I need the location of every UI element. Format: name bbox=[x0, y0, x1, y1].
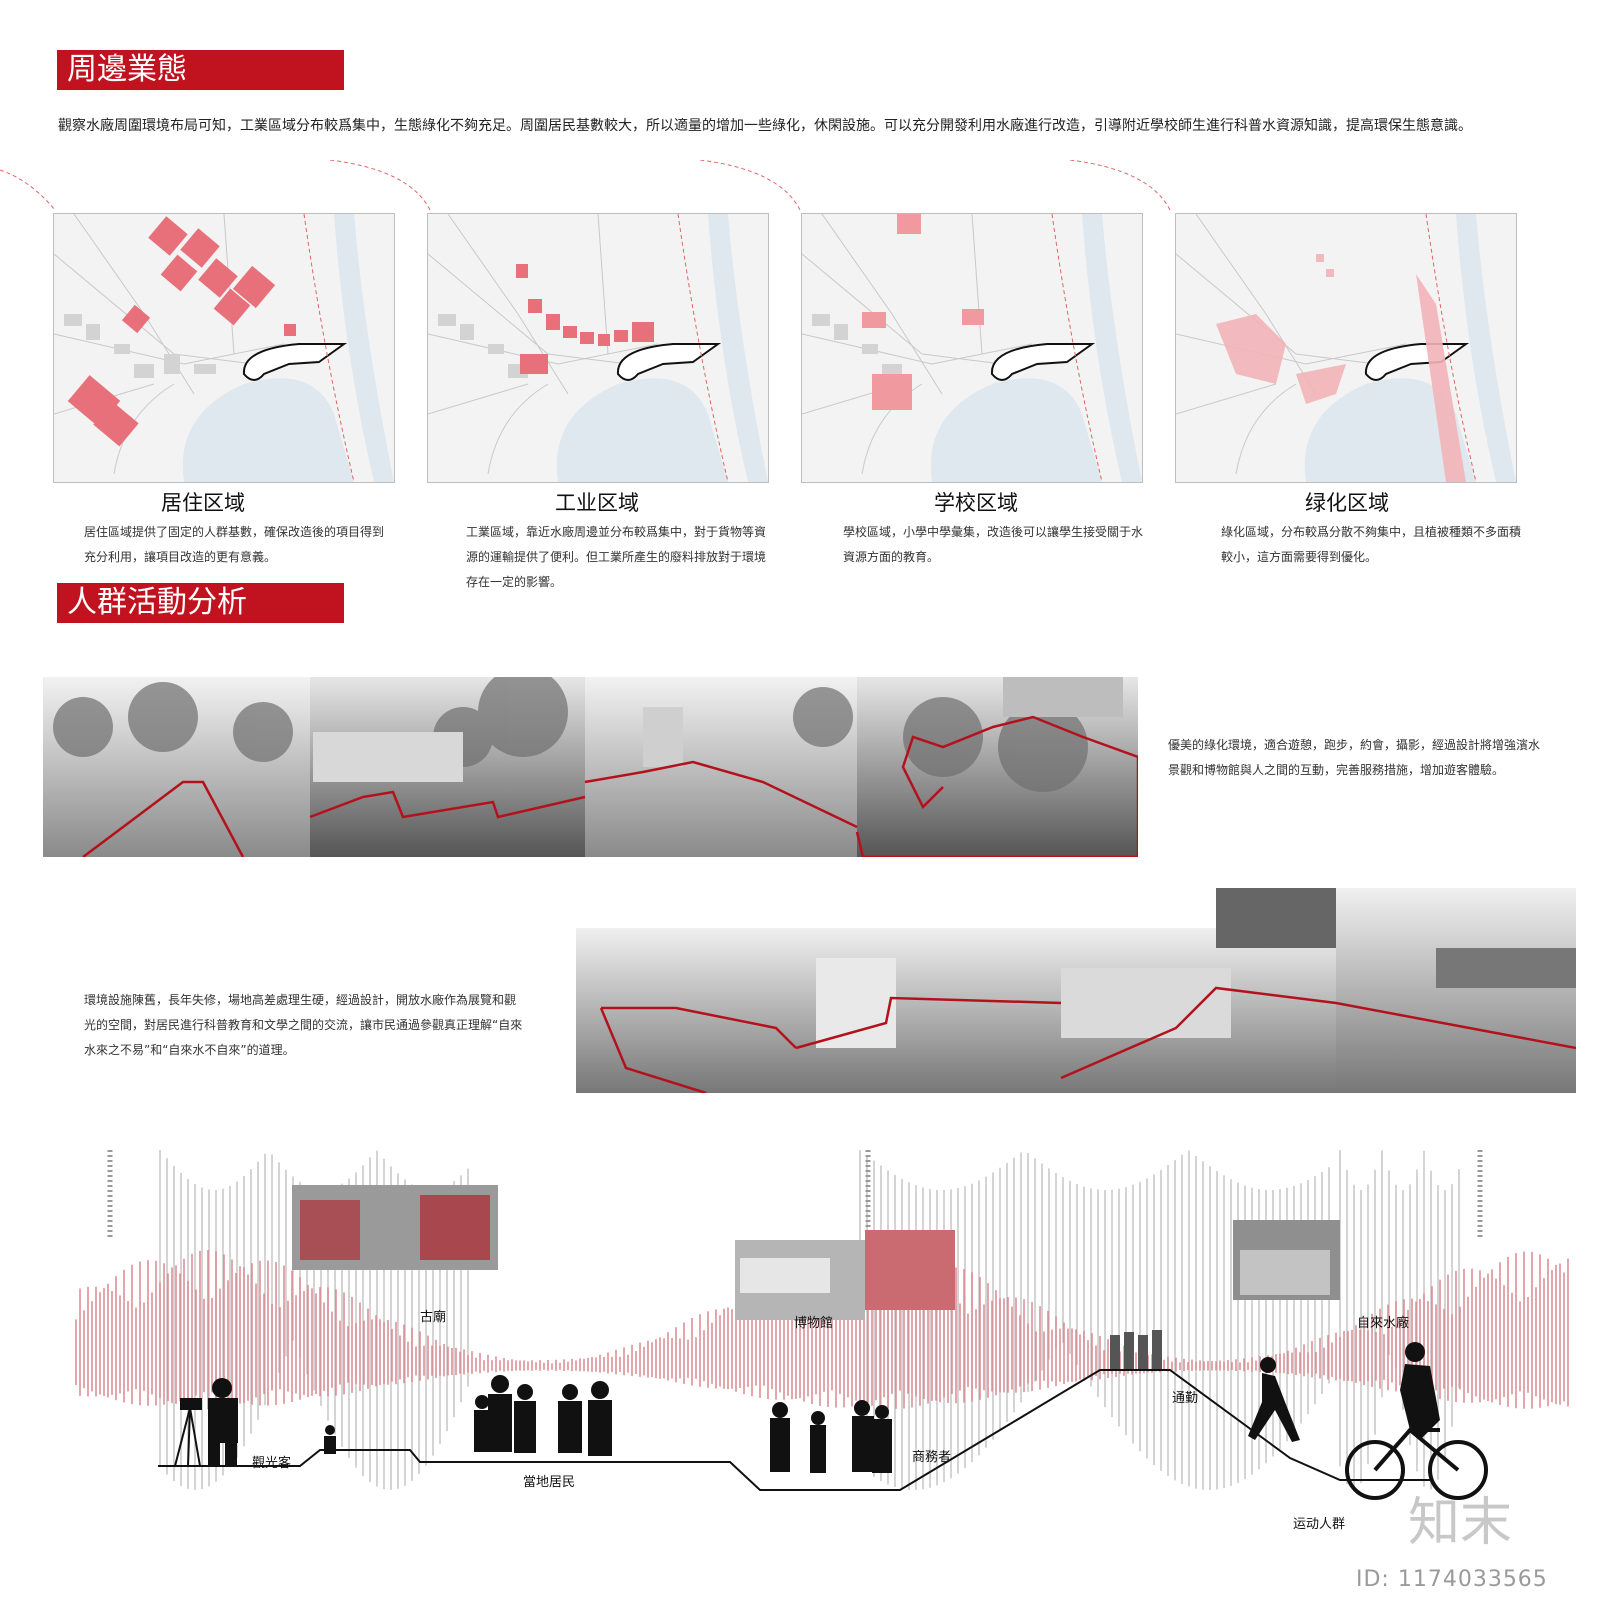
map-school bbox=[801, 213, 1143, 483]
text-green-environment: 優美的綠化環境，適合遊憩，跑步，約會，攝影，經過設計將增強濱水景觀和博物館與人之… bbox=[1168, 738, 1541, 777]
crowd-activity-diagram bbox=[75, 1150, 1569, 1500]
text-facility-condition: 環境設施陳舊，長年失修，場地高差處理生硬，經過設計，開放水廠作為展覽和觀光的空間… bbox=[84, 993, 523, 1057]
label-place-waterworks: 自來水廠 bbox=[1357, 1316, 1410, 1331]
section-title-surroundings: 周邊業態 bbox=[57, 50, 344, 90]
silhouette-runner bbox=[1248, 1357, 1300, 1442]
zone-desc-school: 學校區域，小學中學彙集，改造後可以讓學生接受關于水資源方面的教育。 bbox=[843, 525, 1144, 564]
photo-strip-bottom bbox=[576, 888, 1576, 1093]
zone-desc-green: 綠化區域，分布較爲分散不夠集中，且植被種類不多面積較小，這方面需要得到優化。 bbox=[1221, 525, 1522, 564]
silhouette-business bbox=[770, 1400, 892, 1473]
label-place-museum: 博物館 bbox=[794, 1316, 834, 1331]
zone-desc-residential: 居住區域提供了固定的人群基數，確保改造後的項目得到充分利用，讓項目改造的更有意義… bbox=[84, 525, 385, 564]
silhouette-tourists bbox=[174, 1378, 336, 1467]
thumb-museum bbox=[735, 1230, 955, 1320]
label-group-sports: 运动人群 bbox=[1293, 1517, 1346, 1532]
zone-title-industrial: 工业区域 bbox=[555, 491, 639, 515]
zone-desc-industrial: 工業區域，靠近水廠周邊並分布較爲集中，對于貨物等資源的運輸提供了便利。但工業所產… bbox=[466, 525, 767, 589]
map-green bbox=[1175, 213, 1517, 483]
photo-strip-top bbox=[43, 677, 1138, 857]
label-group-residents: 當地居民 bbox=[523, 1475, 576, 1490]
label-group-business: 商務者 bbox=[912, 1450, 952, 1465]
silhouette-residents bbox=[474, 1375, 612, 1456]
dashed-context-curves bbox=[0, 160, 1171, 211]
thumb-temple bbox=[292, 1185, 498, 1270]
label-group-tourists: 觀光客 bbox=[252, 1456, 292, 1471]
terrain-line bbox=[158, 1369, 1430, 1491]
watermark-id: ID: 1174033565 bbox=[1356, 1567, 1548, 1592]
map-industrial bbox=[427, 213, 769, 483]
silhouette-commuters bbox=[1110, 1330, 1162, 1369]
intro-paragraph: 觀察水廠周圍環境布局可知，工業區域分布較爲集中，生態綠化不夠充足。周圍居民基數較… bbox=[58, 118, 1472, 134]
zone-title-residential: 居住区域 bbox=[161, 491, 245, 515]
zone-title-school: 学校区域 bbox=[934, 491, 1018, 515]
map-residential bbox=[53, 213, 395, 483]
silhouette-cyclist bbox=[1345, 1342, 1488, 1500]
section-title-crowd-analysis: 人群活動分析 bbox=[57, 583, 344, 623]
label-place-temple: 古廟 bbox=[420, 1310, 447, 1325]
label-group-commute: 通勤 bbox=[1172, 1391, 1199, 1406]
zone-title-green: 绿化区域 bbox=[1305, 491, 1389, 515]
watermark-logo: 知末 bbox=[1408, 1493, 1513, 1553]
thumb-waterworks bbox=[1233, 1220, 1340, 1300]
